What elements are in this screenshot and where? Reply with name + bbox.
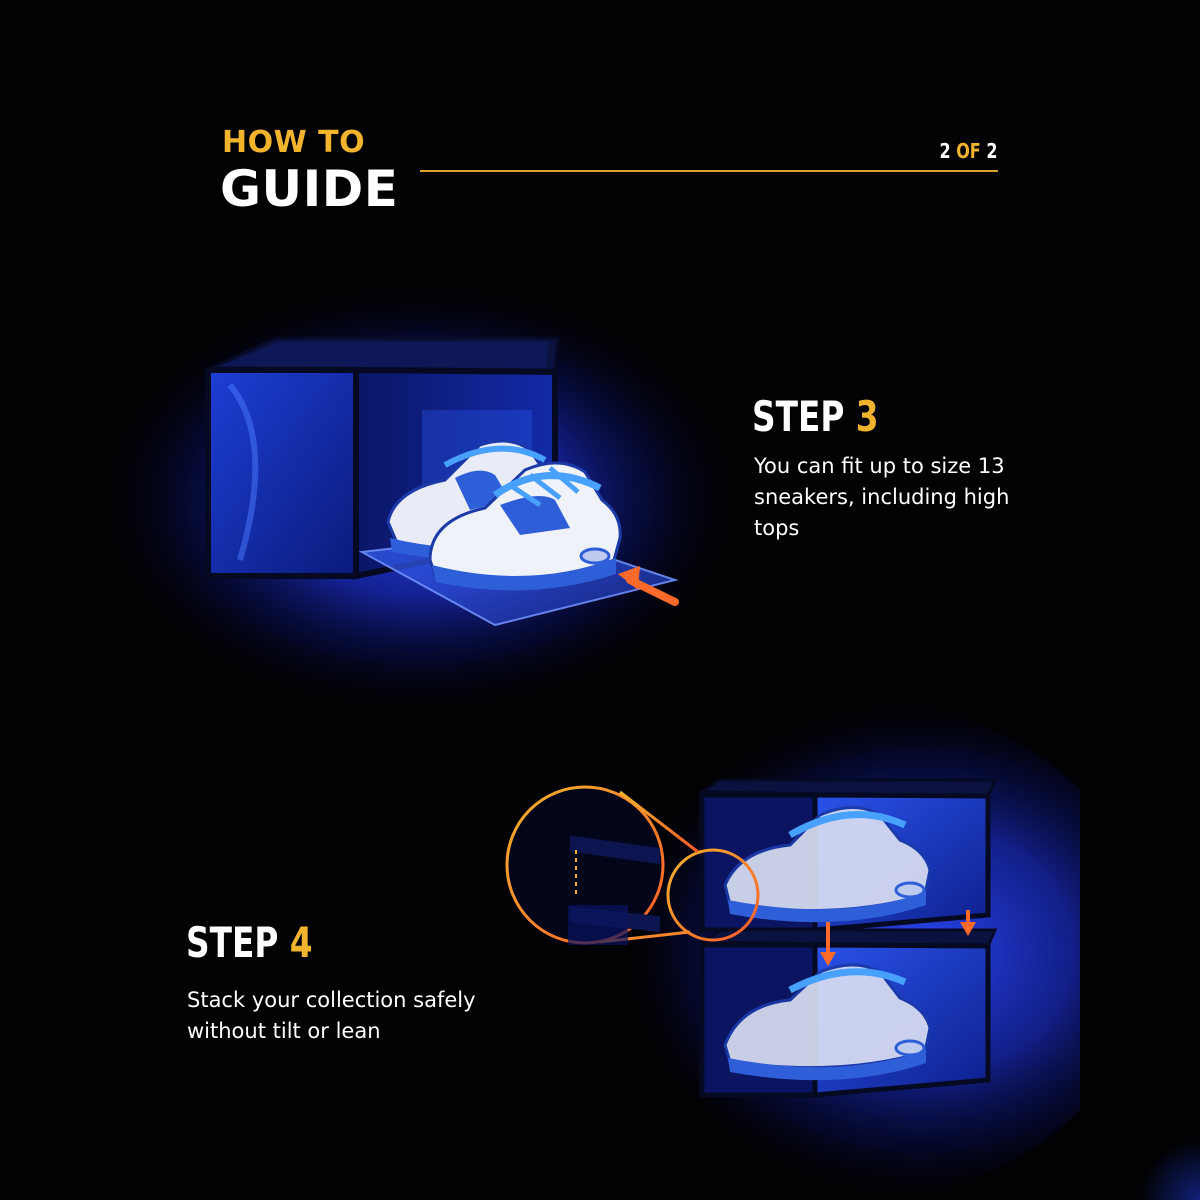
step3-illustration	[100, 275, 740, 700]
page-title: GUIDE	[220, 160, 399, 218]
step3-number: 3	[855, 392, 879, 441]
step4-label: STEP	[186, 918, 279, 967]
magnifier-circle-icon	[505, 785, 760, 945]
stack-arrow-icon	[820, 910, 976, 966]
step3-description: You can fit up to size 13 sneakers, incl…	[754, 454, 1010, 540]
shoe-box-lower	[696, 928, 998, 1098]
page-counter-current: 2	[939, 139, 951, 163]
step3-heading: STEP 3	[752, 396, 879, 438]
sneaker-icon	[386, 439, 622, 591]
step4-description: Stack your collection safely without til…	[187, 988, 476, 1043]
step3-label: STEP	[752, 392, 845, 441]
page-counter-total: 2	[985, 139, 997, 163]
shoe-box-upper	[697, 778, 998, 933]
step4-heading: STEP 4	[186, 922, 313, 964]
slide-in-arrow-icon	[618, 566, 679, 606]
header-divider	[420, 170, 998, 172]
page-counter-separator: OF	[955, 139, 981, 163]
step4-illustration	[505, 700, 1080, 1200]
header-kicker: HOW TO	[222, 125, 366, 160]
corner-glow	[1140, 1140, 1200, 1200]
page-counter: 2 OF 2	[939, 141, 997, 161]
step4-number: 4	[289, 918, 313, 967]
